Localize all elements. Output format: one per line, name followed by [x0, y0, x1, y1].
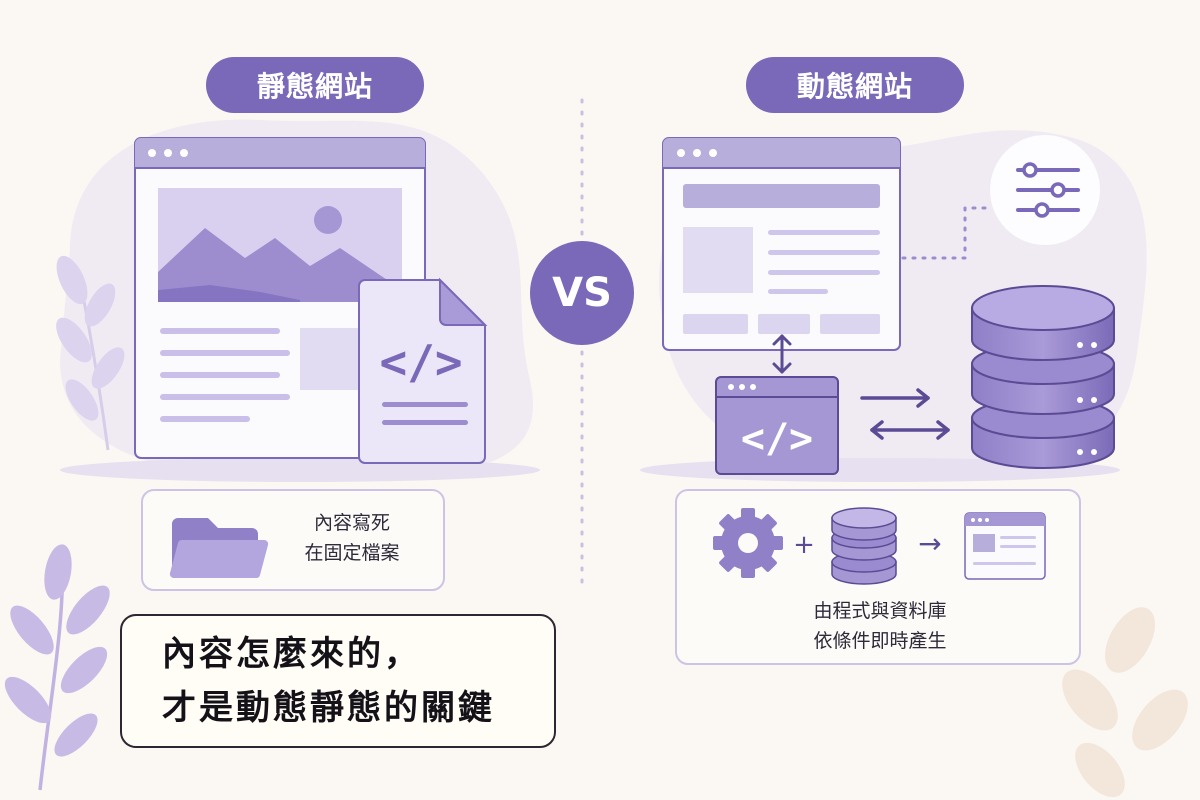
sun — [314, 206, 342, 234]
static-site-title: 靜態網站 — [206, 57, 424, 113]
static-description: 內容寫死 在固定檔案 — [282, 508, 422, 568]
code-file-icon — [358, 277, 488, 464]
settings-connector — [901, 206, 992, 260]
static-description-line-1: 內容寫死 — [313, 512, 390, 534]
vs-circle — [530, 241, 634, 345]
dynamic-site-title: 動態網站 — [746, 57, 964, 113]
plus-symbol: + — [793, 530, 815, 560]
static-browser-window — [134, 137, 426, 459]
small-browser-icon — [964, 512, 1046, 580]
database-icon — [971, 285, 1115, 469]
leaf-branch-right-bottom — [1062, 607, 1188, 798]
conclusion-line-1: 內容怎麼來的， — [162, 634, 421, 674]
dynamic-description-line-1: 由程式與資料庫 — [813, 600, 947, 622]
server-database-arrows — [860, 388, 950, 440]
leaf-branch-left-bottom — [4, 544, 110, 791]
dynamic-description-line-2: 依條件即時產生 — [813, 630, 947, 652]
file-code-symbol: </> — [379, 335, 462, 389]
folder-icon — [169, 518, 269, 579]
dynamic-browser-window — [662, 137, 901, 351]
gear-icon — [713, 508, 783, 578]
browser-server-arrow — [772, 334, 792, 374]
static-description-line-2: 在固定檔案 — [304, 542, 400, 564]
arrow-symbol: → — [918, 527, 941, 560]
settings-sliders-icon — [990, 135, 1100, 245]
conclusion-line-2: 才是動態靜態的關鍵 — [162, 688, 495, 728]
dynamic-description: 由程式與資料庫 依條件即時產生 — [740, 596, 1020, 656]
leaf-branch-left-top — [56, 255, 125, 451]
small-database-icon — [831, 507, 897, 585]
mountains — [158, 228, 402, 302]
vs-label: VS — [552, 270, 612, 316]
server-code-symbol: </> — [741, 416, 813, 462]
conclusion-note: 內容怎麼來的， 才是動態靜態的關鍵 — [120, 614, 556, 748]
code-server-window — [715, 376, 839, 475]
